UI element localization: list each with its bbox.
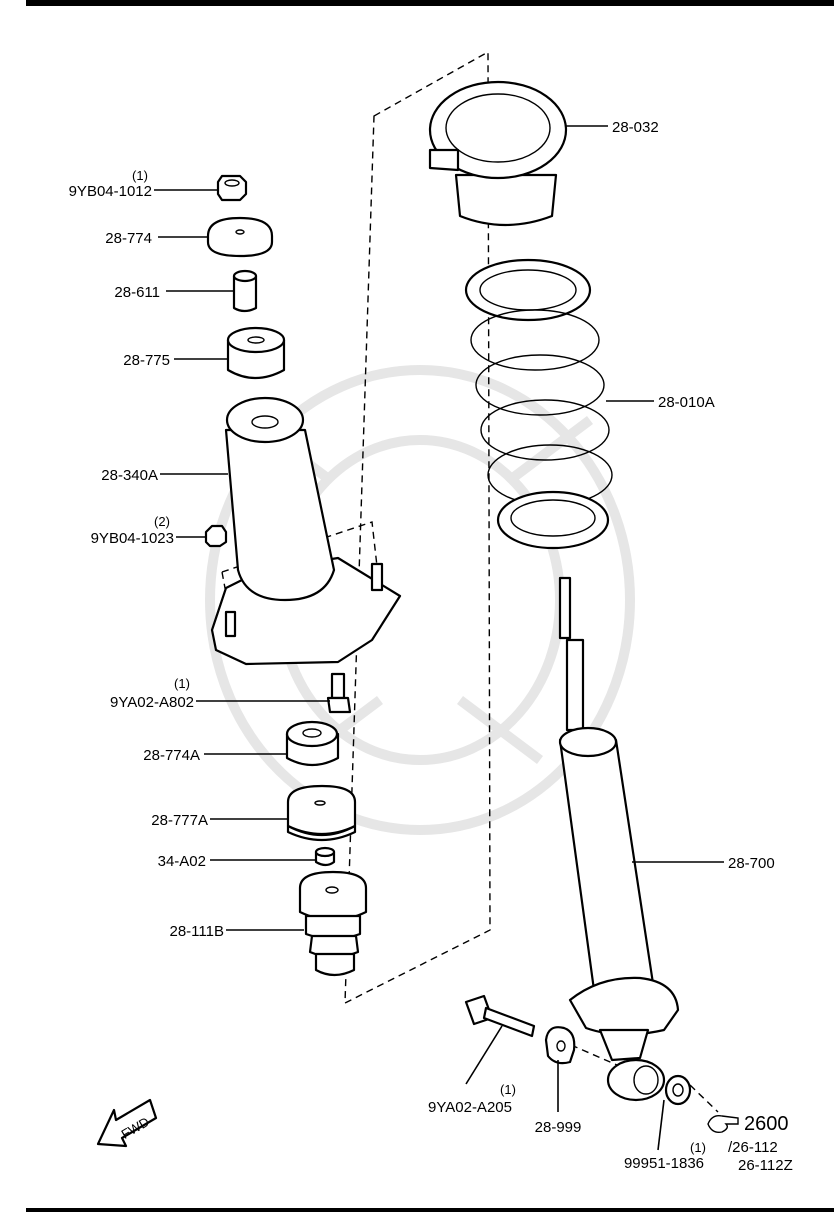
label-28-111B[interactable]: 28-111B <box>170 923 225 940</box>
spacer-34-A02-part[interactable] <box>314 846 336 867</box>
cushion-28-775-part[interactable] <box>226 326 286 380</box>
cushion-28-774A-part[interactable] <box>285 720 340 767</box>
label-28-611[interactable]: 28-611 <box>114 284 160 301</box>
part-labels: (1) 9YB04-1012 28-774 28-611 28-775 28-3… <box>69 119 793 1174</box>
mount-28-340A-part[interactable] <box>210 396 402 666</box>
bolt-9YA02-A802-part[interactable] <box>326 672 352 714</box>
nut-9YB04-1012-part[interactable] <box>216 174 248 202</box>
label-28-775[interactable]: 28-775 <box>123 352 170 369</box>
qty-99951-1836: (1) <box>690 1140 706 1155</box>
nut-9YB04-1023-part[interactable] <box>204 524 228 548</box>
qty-9YB04-1023: (2) <box>154 514 170 529</box>
sleeve-28-611-part[interactable] <box>232 269 258 313</box>
label-28-999[interactable]: 28-999 <box>535 1119 582 1136</box>
label-28-774[interactable]: 28-774 <box>105 230 152 247</box>
label-99951-1836[interactable]: 99951-1836 <box>624 1155 704 1172</box>
leader-lines <box>154 125 724 1151</box>
bottom-border <box>26 1208 834 1212</box>
spring-28-010A-part[interactable] <box>464 258 613 550</box>
bumpstop-28-111B-part[interactable] <box>298 870 368 977</box>
label-28-340A[interactable]: 28-340A <box>101 467 158 484</box>
ref-26-112[interactable]: /26-112 <box>728 1139 778 1156</box>
label-9YB04-1023[interactable]: 9YB04-1023 <box>91 530 174 547</box>
ref-26-112Z[interactable]: 26-112Z <box>738 1157 793 1174</box>
top-border <box>26 0 834 6</box>
pointing-hand-icon <box>707 1114 739 1134</box>
label-28-700[interactable]: 28-700 <box>728 855 775 872</box>
label-9YA02-A205[interactable]: 9YA02-A205 <box>428 1099 512 1116</box>
washer-99951-1836-part[interactable] <box>664 1074 692 1106</box>
label-28-032[interactable]: 28-032 <box>612 119 659 136</box>
seat-28-777A-part[interactable] <box>286 784 357 842</box>
label-28-010A[interactable]: 28-010A <box>658 394 715 411</box>
assembly-dashed-outline <box>344 50 491 1005</box>
ref-2600[interactable]: 2600 <box>744 1113 789 1135</box>
shock-28-700-part[interactable] <box>558 576 680 1102</box>
qty-9YA02-A802: (1) <box>174 676 190 691</box>
label-9YB04-1012[interactable]: 9YB04-1012 <box>69 183 152 200</box>
washer-28-774-part[interactable] <box>206 216 274 258</box>
ref-dashed-arrow <box>689 1084 719 1113</box>
qty-9YB04-1012: (1) <box>132 168 148 183</box>
label-28-774A[interactable]: 28-774A <box>143 747 200 764</box>
label-9YA02-A802[interactable]: 9YA02-A802 <box>110 694 194 711</box>
label-34-A02[interactable]: 34-A02 <box>158 853 206 870</box>
insulator-28-032-part[interactable] <box>428 80 568 227</box>
label-28-777A[interactable]: 28-777A <box>151 812 208 829</box>
bolt-9YA02-A205-part[interactable] <box>464 994 536 1038</box>
fwd-arrow-icon: FWD <box>96 1098 158 1148</box>
bracket-28-999-part[interactable] <box>544 1026 576 1065</box>
qty-9YA02-A205: (1) <box>500 1082 516 1097</box>
